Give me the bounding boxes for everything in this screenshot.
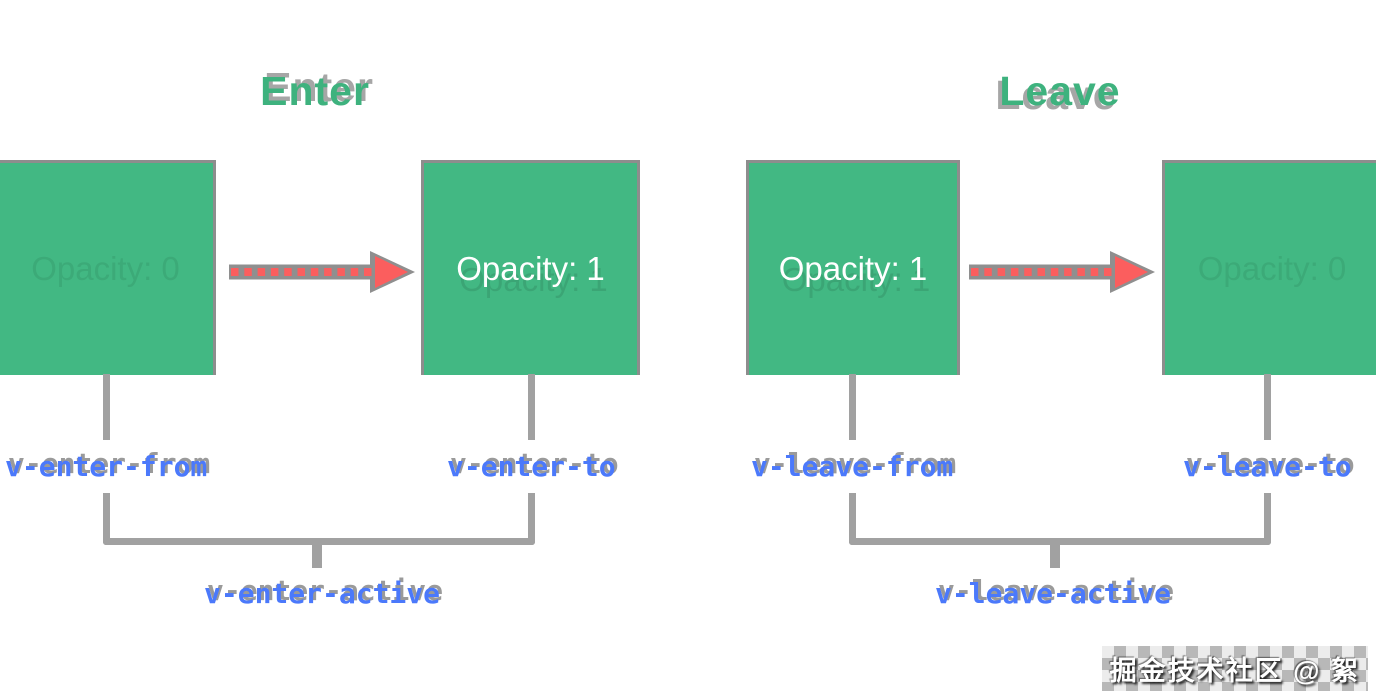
enter-transition-arrow-icon	[229, 251, 415, 293]
enter-from-box-label: Opacity: 0	[31, 250, 180, 287]
leave-from-box: Opacity: 1	[746, 160, 960, 375]
leave-from-class-label: v-leave-from	[751, 450, 954, 483]
leave-from-box-label: Opacity: 1	[778, 250, 928, 287]
enter-active-bracket	[103, 493, 535, 545]
leave-transition-arrow-icon	[969, 251, 1155, 293]
enter-to-box: Opacity: 1	[421, 160, 640, 375]
enter-active-bracket-stem	[312, 545, 322, 568]
leave-from-connector-line	[849, 374, 856, 440]
leave-active-bracket	[849, 493, 1271, 545]
enter-active-class-label: v-enter-active	[204, 577, 441, 610]
enter-from-box: Opacity: 0	[0, 160, 216, 375]
juejin-watermark: 掘金技术社区 @ 絮	[1101, 646, 1368, 691]
leave-to-box: Opacity: 0	[1162, 160, 1376, 375]
enter-from-connector-line	[103, 374, 110, 440]
enter-section-title: Enter	[260, 68, 370, 114]
leave-active-class-label: v-leave-active	[935, 577, 1172, 610]
enter-from-class-label: v-enter-from	[5, 450, 208, 483]
leave-to-box-label: Opacity: 0	[1197, 250, 1347, 287]
enter-to-class-label: v-enter-to	[447, 450, 616, 483]
enter-to-connector-line	[528, 374, 535, 440]
leave-active-bracket-stem	[1050, 545, 1060, 568]
leave-to-connector-line	[1264, 374, 1271, 440]
leave-to-class-label: v-leave-to	[1183, 450, 1352, 483]
leave-section-title: Leave	[999, 68, 1121, 114]
enter-to-box-label: Opacity: 1	[456, 250, 605, 287]
